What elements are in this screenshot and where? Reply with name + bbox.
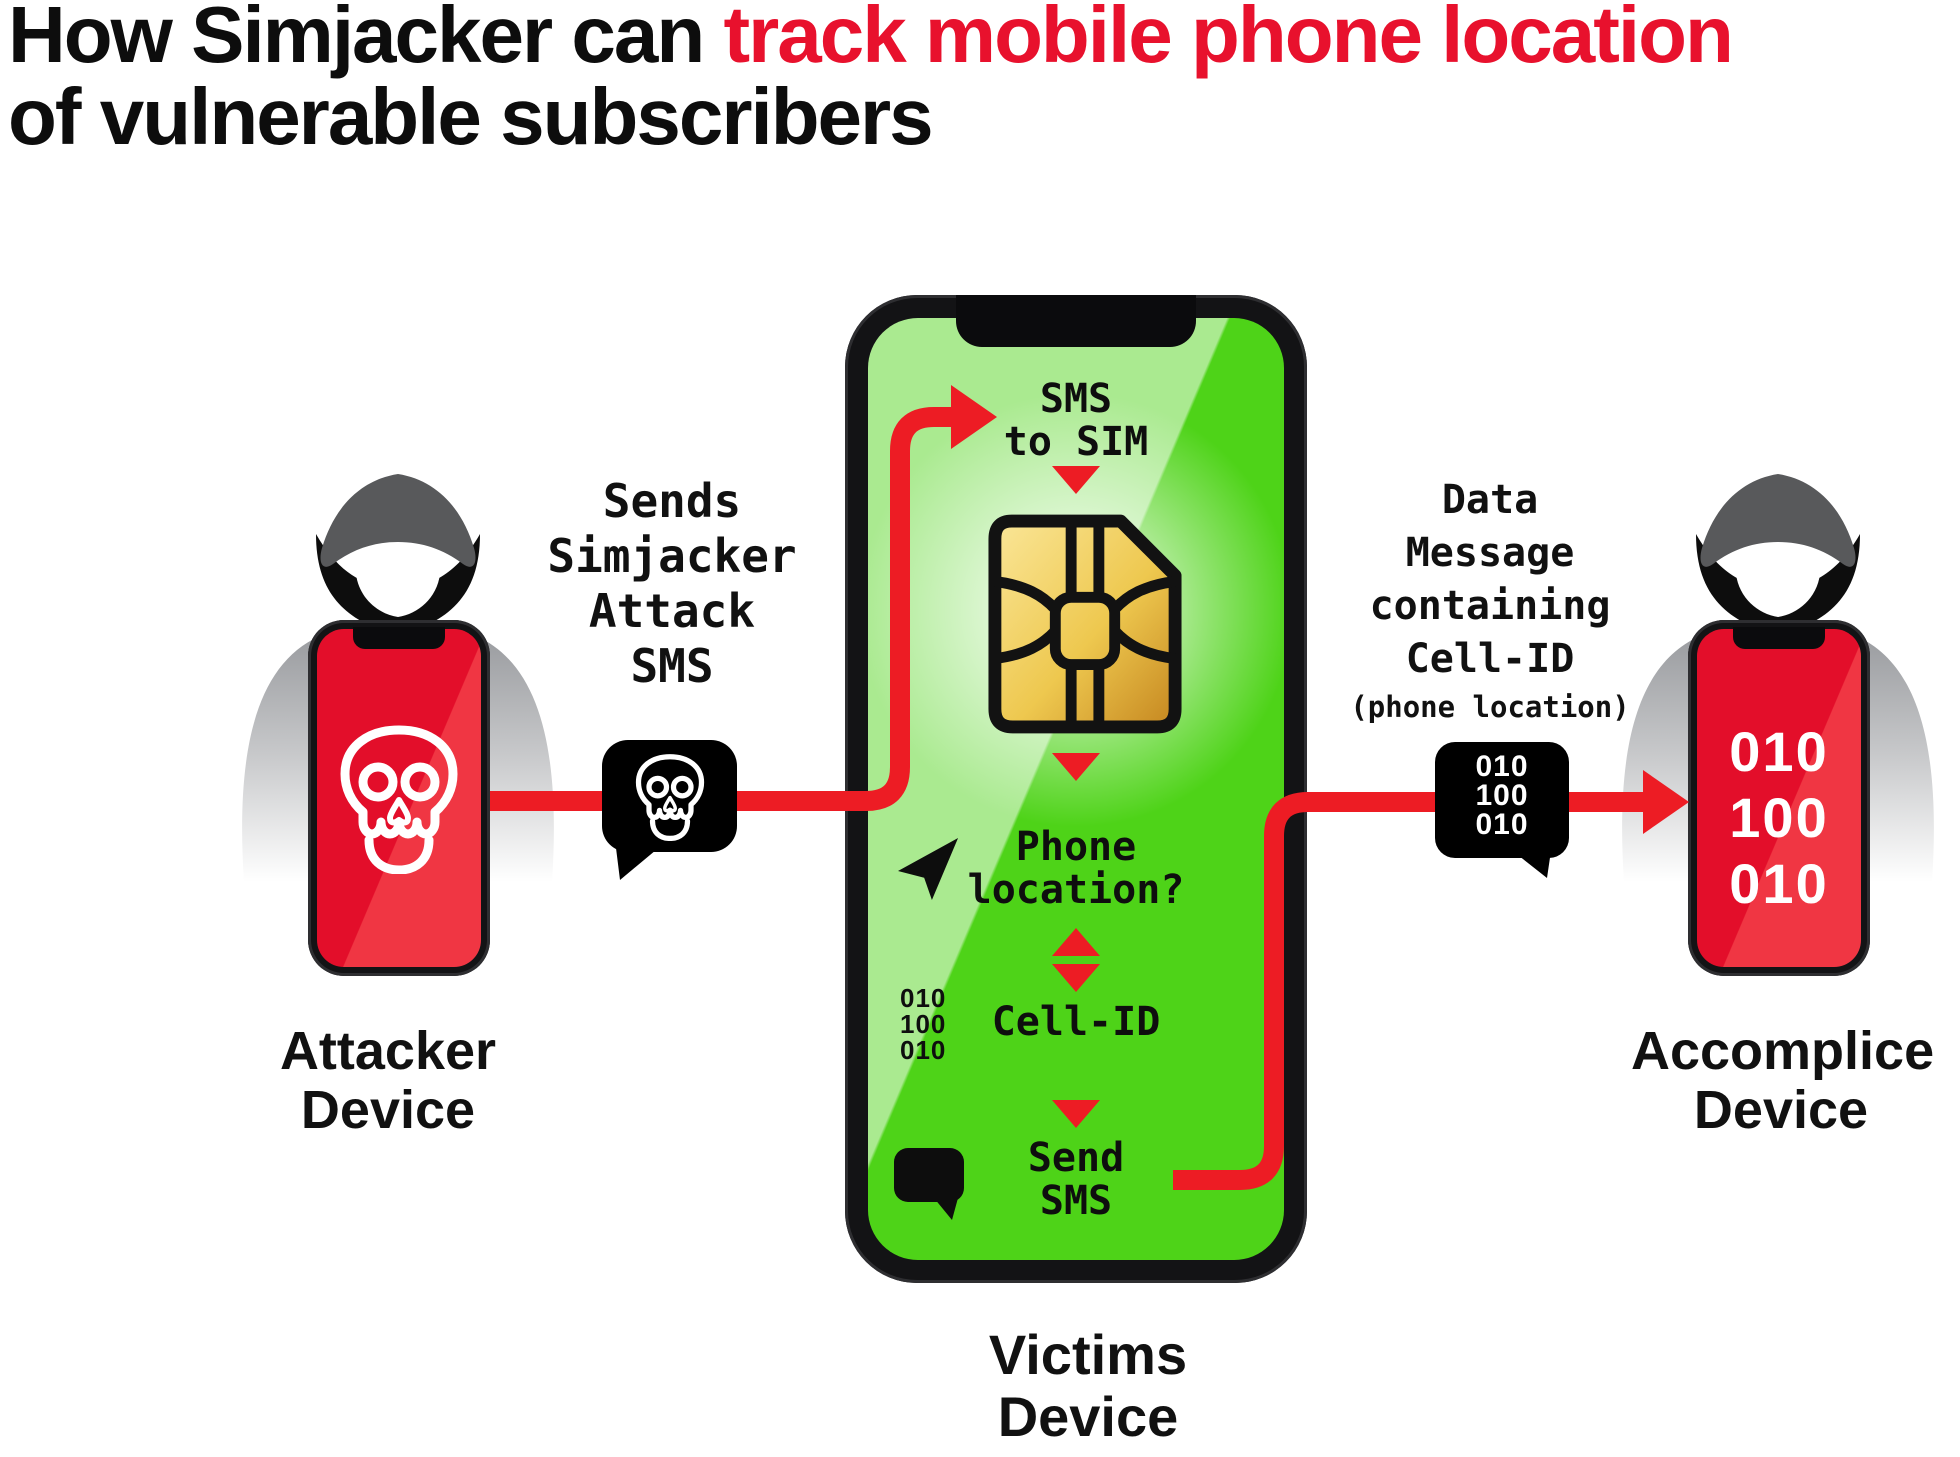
step-sms-to-sim: SMS to SIM <box>1003 376 1149 465</box>
message-bubble-icon <box>894 1148 964 1220</box>
attacker-phone-screen <box>317 629 481 967</box>
step-cell-id: Cell-ID <box>991 999 1161 1045</box>
step-send-sms: Send SMS <box>1027 1135 1125 1224</box>
title-highlight: track mobile phone location <box>723 0 1733 79</box>
page-title: How Simjacker can track mobile phone loc… <box>8 0 1734 161</box>
attacker-phone <box>308 620 490 976</box>
binary-text: 010 100 010 <box>900 983 947 1065</box>
accomplice-phone: 010 100 010 <box>1688 620 1870 976</box>
bubble-tail <box>1504 844 1552 878</box>
phone-location-subnote: (phone location) <box>1350 690 1630 724</box>
arrow-up-icon <box>1052 928 1100 956</box>
attack-sms-note: Sends Simjacker Attack SMS <box>547 474 797 693</box>
phone-notch <box>1733 627 1825 649</box>
binary-text: 010 100 010 <box>1729 720 1829 915</box>
bubble-tail <box>616 848 656 880</box>
title-line-2: of vulnerable subscribers <box>8 72 934 161</box>
title-line-1: How Simjacker can track mobile phone loc… <box>8 0 1734 79</box>
phone-notch <box>353 627 445 649</box>
skull-icon <box>635 753 705 841</box>
sim-card-icon <box>988 514 1182 734</box>
arrow-down-icon <box>1052 964 1100 992</box>
navigation-cursor-icon <box>898 838 959 900</box>
victim-phone: SMS to SIM Phone location? 010 100 <box>845 295 1307 1283</box>
skull-icon <box>339 724 459 874</box>
attacker-device-label: Attacker Device <box>279 1021 497 1140</box>
skull-message-bubble <box>602 740 737 852</box>
accomplice-device-label: Accomplice Device <box>1631 1021 1935 1140</box>
step-phone-location: Phone location? <box>967 824 1185 913</box>
accomplice-phone-screen: 010 100 010 <box>1697 629 1861 967</box>
arrow-down-icon <box>1052 1100 1100 1128</box>
arrow-down-icon <box>1052 466 1100 494</box>
binary-message-bubble: 010 100 010 <box>1435 742 1569 858</box>
victim-device-label: Victims Device <box>988 1323 1188 1448</box>
data-message-note: Data Message containing Cell-ID (phone l… <box>1340 474 1640 723</box>
arrow-down-icon <box>1052 753 1100 781</box>
phone-notch <box>956 295 1196 347</box>
